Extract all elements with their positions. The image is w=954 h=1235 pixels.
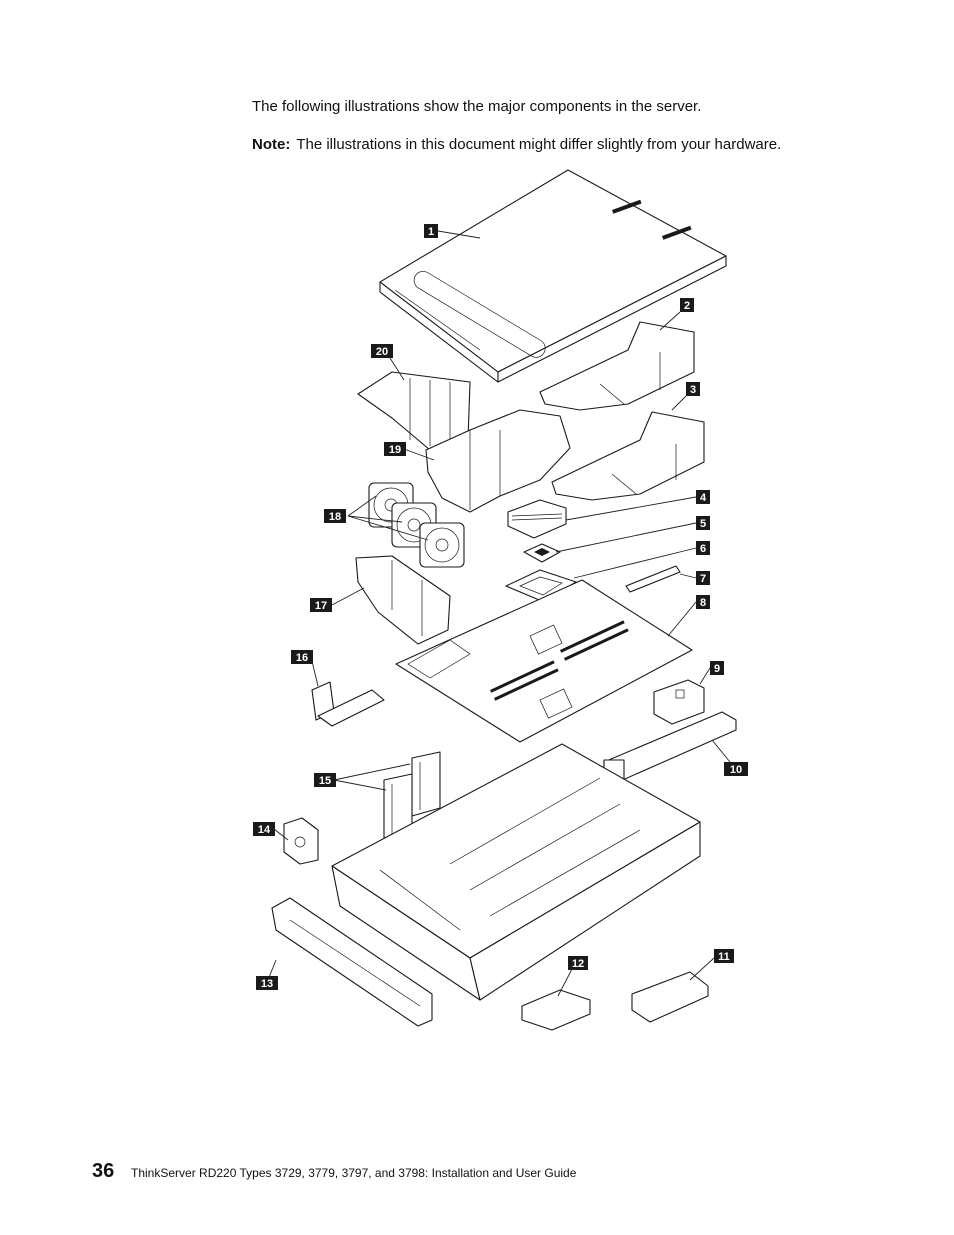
callout-13: 13 <box>256 976 278 990</box>
filler-drawing <box>283 817 319 865</box>
svg-text:9: 9 <box>714 663 720 675</box>
optical-drive-drawing <box>631 971 709 1023</box>
svg-text:19: 19 <box>389 444 401 456</box>
cover-drawing <box>379 169 727 383</box>
svg-text:4: 4 <box>700 492 707 504</box>
note: Note: The illustrations in this document … <box>252 136 781 153</box>
svg-text:14: 14 <box>258 824 271 836</box>
drive-tray-drawing <box>521 989 591 1031</box>
callout-17: 17 <box>310 598 332 612</box>
footer-title: ThinkServer RD220 Types 3729, 3779, 3797… <box>131 1166 577 1180</box>
riser-card-drawing <box>311 681 385 727</box>
callout-1: 1 <box>424 224 438 238</box>
leader-lines <box>267 230 731 997</box>
callout-6: 6 <box>696 541 710 555</box>
callout-20: 20 <box>371 344 393 358</box>
fan-cage-drawing <box>355 555 451 645</box>
svg-text:5: 5 <box>700 518 706 530</box>
fans-drawing <box>368 482 465 568</box>
svg-text:12: 12 <box>572 958 584 970</box>
callout-8: 8 <box>696 595 710 609</box>
svg-text:2: 2 <box>684 300 690 312</box>
callout-5: 5 <box>696 516 710 530</box>
callout-15: 15 <box>314 773 336 787</box>
intro-text: The following illustrations show the maj… <box>252 98 702 115</box>
svg-text:16: 16 <box>296 652 308 664</box>
memory-module-drawing <box>625 565 681 593</box>
svg-text:3: 3 <box>690 384 696 396</box>
svg-text:20: 20 <box>376 346 388 358</box>
callout-16: 16 <box>291 650 313 664</box>
svg-text:8: 8 <box>700 597 706 609</box>
callout-4: 4 <box>696 490 710 504</box>
callout-2: 2 <box>680 298 694 312</box>
callout-12: 12 <box>568 956 588 970</box>
system-board-drawing <box>395 579 693 743</box>
svg-text:7: 7 <box>700 573 706 585</box>
air-duct-drawing <box>425 409 571 513</box>
riser-cage-bottom-drawing <box>551 411 705 501</box>
page-number: 36 <box>92 1160 115 1182</box>
svg-text:1: 1 <box>428 226 434 238</box>
note-text: The illustrations in this document might… <box>296 136 782 153</box>
riser-cage-top-drawing <box>539 321 695 411</box>
callout-18: 18 <box>324 509 346 523</box>
svg-text:17: 17 <box>315 600 327 612</box>
svg-text:6: 6 <box>700 543 706 555</box>
callout-3: 3 <box>686 382 700 396</box>
callout-19: 19 <box>384 442 406 456</box>
callout-9: 9 <box>710 661 724 675</box>
svg-text:11: 11 <box>718 951 730 963</box>
chassis-drawing <box>331 743 701 1001</box>
power-cage-drawing <box>653 679 705 725</box>
heat-sink-drawing <box>507 499 567 539</box>
svg-text:10: 10 <box>730 764 742 776</box>
callout-11: 11 <box>714 949 734 963</box>
callout-10: 10 <box>724 762 748 776</box>
callout-14: 14 <box>253 822 275 836</box>
svg-text:18: 18 <box>329 511 341 523</box>
backplanes-drawing <box>383 751 441 839</box>
socket-bracket-drawing <box>505 569 577 603</box>
processor-drawing <box>523 543 561 563</box>
svg-text:15: 15 <box>319 775 331 787</box>
svg-text:13: 13 <box>261 978 273 990</box>
callout-7: 7 <box>696 571 710 585</box>
bezel-drawing <box>271 897 433 1027</box>
note-label: Note: <box>252 136 291 153</box>
